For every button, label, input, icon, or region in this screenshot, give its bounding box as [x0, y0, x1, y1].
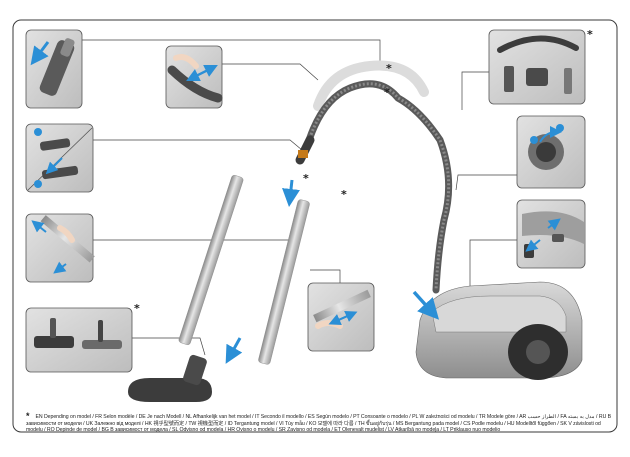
blue-arrow — [45, 157, 63, 175]
panel-hose-inlet — [516, 115, 586, 189]
blue-arrow — [225, 337, 243, 364]
optional-marker: * — [341, 188, 347, 201]
panel-handle-slide — [165, 45, 223, 109]
panel-nozzles: * — [25, 302, 140, 373]
floor-nozzle — [128, 337, 243, 402]
blue-arrow — [30, 41, 50, 66]
panel-hose-connect — [25, 29, 83, 109]
panel-tube-adjust — [25, 213, 95, 283]
blue-arrow — [282, 179, 300, 207]
vacuum-body — [412, 281, 583, 380]
optional-marker: * — [386, 62, 392, 75]
panel-accessories: * — [488, 28, 593, 105]
panel-wand-connect — [25, 123, 94, 193]
blue-arrow — [412, 290, 440, 320]
handle-ghost: * — [313, 60, 429, 111]
hose-and-handle: * — [295, 80, 453, 294]
optional-marker: * — [384, 86, 390, 99]
blue-arrow — [53, 261, 67, 274]
blue-arrow — [31, 220, 47, 233]
extension-wand: * — [258, 188, 347, 365]
footnote-text: EN Depending on model / FR Selon modèle … — [26, 414, 612, 434]
blue-arrow — [547, 218, 561, 231]
telescopic-wand: * — [178, 172, 309, 345]
optional-marker: * — [134, 302, 140, 315]
panel-accessory-storage — [516, 199, 586, 269]
blue-arrow — [186, 67, 213, 81]
footnote-marker: * — [26, 411, 30, 421]
optional-marker: * — [587, 28, 593, 41]
blue-arrow — [525, 239, 541, 252]
optional-marker: * — [303, 172, 309, 185]
blue-arrow — [328, 313, 353, 326]
panel-wand-extend — [307, 282, 375, 352]
footnote-depending-on-model: *EN Depending on model / FR Selon modèle… — [26, 411, 616, 434]
